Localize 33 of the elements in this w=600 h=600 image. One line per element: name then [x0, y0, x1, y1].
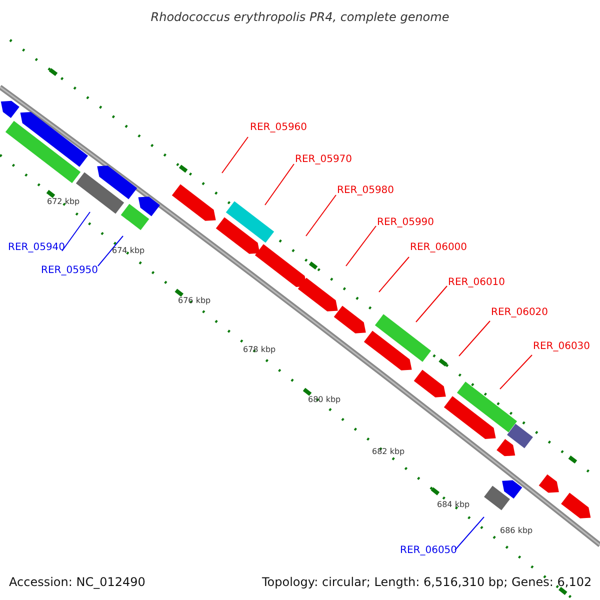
scale-label: 676 kbp [178, 297, 211, 305]
scale-label: 680 kbp [308, 396, 341, 404]
scale-label: 686 kbp [500, 527, 533, 535]
leader-line [306, 194, 336, 236]
leader-line [98, 236, 124, 266]
leader-line [264, 164, 294, 206]
scale-label: 678 kbp [243, 346, 276, 354]
gene-label: RER_06050 [400, 546, 458, 556]
gene-label: RER_05970 [295, 155, 352, 165]
leader-line [378, 256, 410, 292]
leader-line [458, 320, 490, 356]
scale-label: 684 kbp [437, 501, 470, 509]
gene-label: RER_05940 [8, 243, 66, 253]
gene-label: RER_06000 [410, 243, 468, 253]
leader-line [346, 226, 376, 266]
gene-label: RER_05990 [377, 218, 434, 228]
gene-label: RER_06030 [533, 342, 590, 352]
leader-line [500, 354, 532, 390]
leader-line [416, 286, 448, 322]
gene-label: RER_06020 [491, 308, 548, 318]
gene-label: RER_06010 [448, 278, 506, 288]
scale-label: 672 kbp [47, 198, 80, 206]
accession-label: Accession: NC_012490 [9, 576, 146, 588]
gene-label: RER_05980 [337, 186, 394, 196]
leader-line [454, 516, 484, 550]
gene-label: RER_05960 [250, 123, 308, 133]
gene-label: RER_05950 [41, 266, 98, 276]
scale-label: 682 kbp [372, 448, 405, 456]
scale-label: 674 kbp [112, 247, 145, 255]
map-title: Rhodococcus erythropolis PR4, complete genome [150, 11, 450, 23]
leader-line [222, 136, 248, 174]
leader-line [62, 212, 90, 252]
genome-info-label: Topology: circular; Length: 6,516,310 bp; Genes: 6,102 [262, 576, 592, 588]
